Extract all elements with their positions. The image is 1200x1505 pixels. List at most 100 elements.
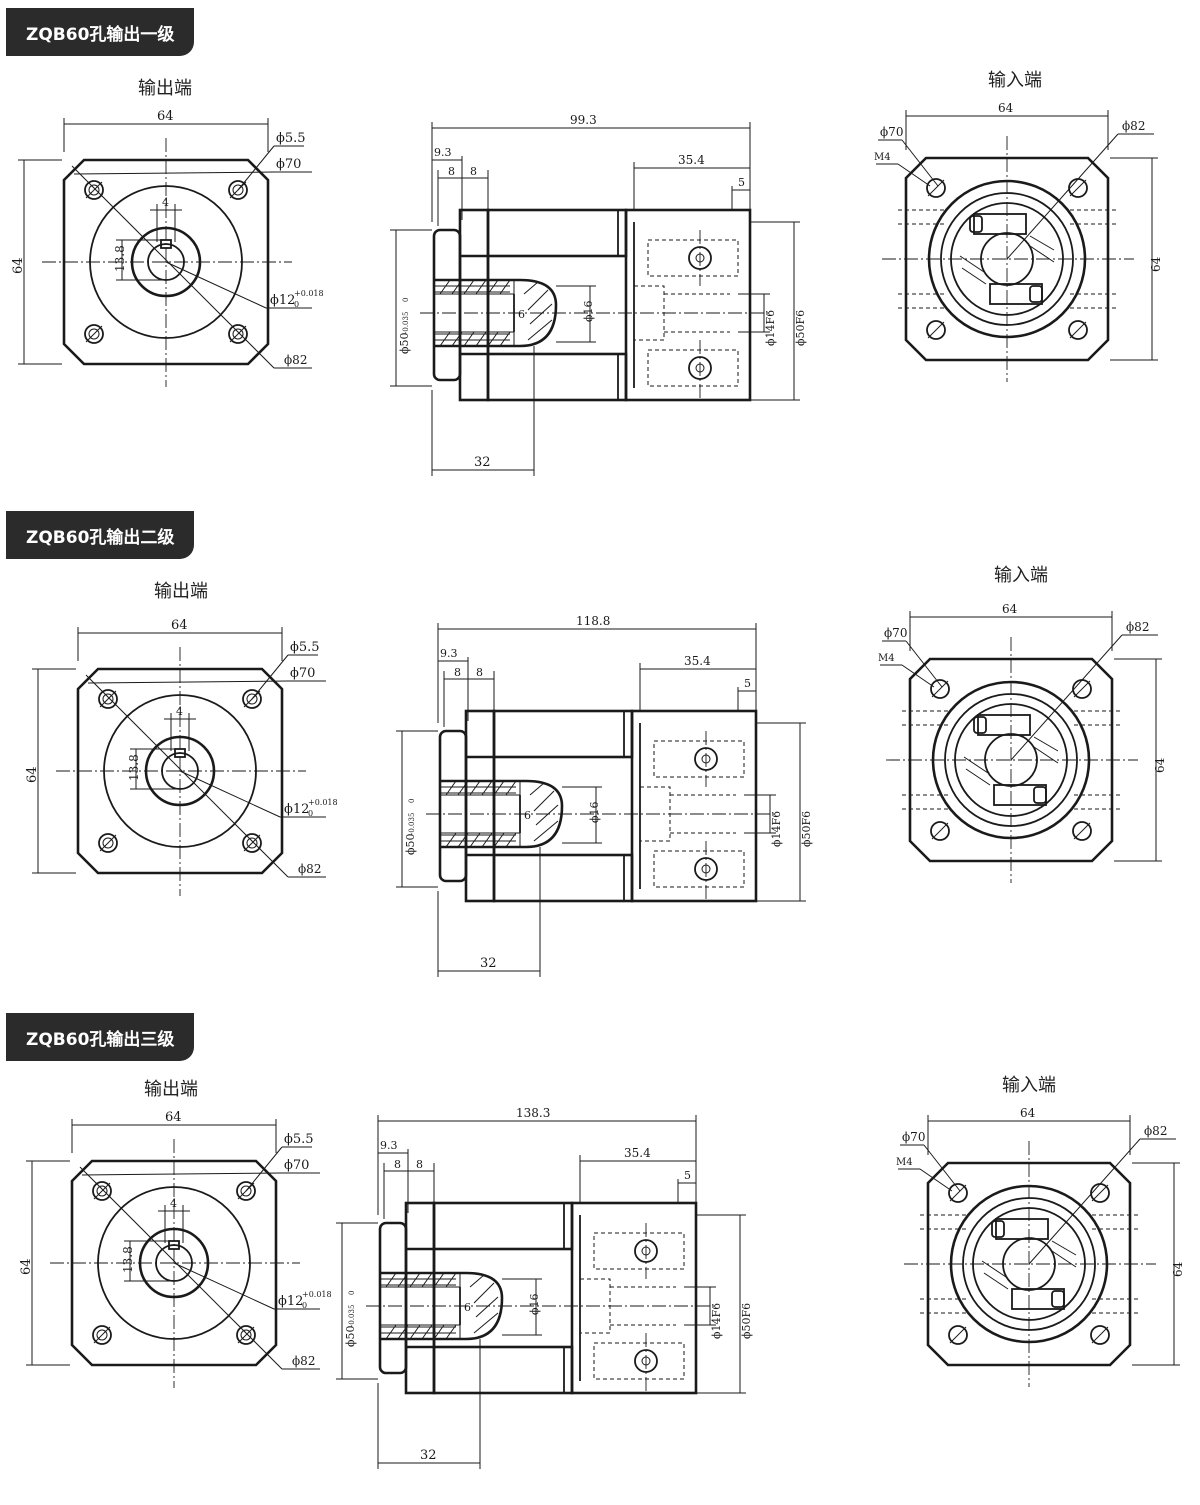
bolt-hole — [84, 324, 104, 344]
dim-pcd: ϕ70 — [284, 1158, 309, 1173]
input-flange-outline — [926, 1161, 1132, 1367]
dim-bore-depth-dia: ϕ16 — [588, 802, 601, 824]
output-end-label: 输出端 — [154, 581, 208, 602]
dim-pcd: ϕ70 — [290, 666, 315, 681]
mount-hole — [1072, 821, 1092, 841]
output-end-view: 64 64 4 13.8 — [19, 1110, 332, 1388]
dim-input-bore: ϕ14F6 — [710, 1303, 723, 1339]
dim-step-b: 8 — [470, 165, 477, 178]
dim-key-width: 4 — [162, 196, 169, 209]
bore-outer — [144, 735, 216, 807]
drawing-section: ZQB60孔输出二级 输出端 输入端 64 64 — [0, 503, 1200, 1003]
dim-height: 64 — [19, 1258, 34, 1275]
input-housing — [630, 709, 758, 903]
bore-inner — [161, 752, 199, 790]
dim-bore-tol-lower: 0 — [302, 1301, 307, 1310]
bolt-hole — [228, 324, 248, 344]
bolt-hole — [236, 1325, 256, 1345]
dim-in-thread: M4 — [874, 152, 891, 163]
dim-height: 64 — [11, 257, 26, 274]
bolt-hole — [92, 1181, 112, 1201]
dim-in-height: 64 — [1149, 256, 1163, 272]
dim-width: 64 — [171, 618, 188, 633]
side-section-view: 138.3 9.3 8 8 35.4 5 — [336, 1106, 753, 1469]
input-flange-outline — [904, 156, 1110, 362]
dim-pilot: ϕ50 — [404, 834, 417, 856]
input-end-view: 64 64 — [896, 1106, 1185, 1387]
dim-step-a: 8 — [454, 666, 461, 679]
dim-bolt-hole: ϕ5.5 — [276, 131, 306, 146]
dim-key-length: 6 — [518, 308, 525, 321]
section-title: ZQB60孔输出一级 — [26, 24, 175, 45]
dim-in-diagonal: ϕ82 — [1144, 1124, 1167, 1138]
flange-outline — [76, 667, 284, 875]
dim-step-a: 8 — [394, 1158, 401, 1171]
dim-flange-offset: 9.3 — [434, 146, 452, 159]
dim-bore-tol-lower: 0 — [294, 300, 299, 309]
dim-bore: ϕ12 — [284, 802, 309, 817]
dim-step-b: 8 — [476, 666, 483, 679]
dim-pilot-tol-lower: -0.035 — [348, 1305, 356, 1327]
bore-outer — [138, 1227, 210, 1299]
output-bore-section — [434, 278, 558, 348]
side-section-view: 99.3 9.3 8 8 35.4 5 — [390, 113, 807, 476]
input-housing — [624, 208, 752, 402]
side-section-view: 118.8 9.3 8 8 35.4 5 — [396, 614, 813, 977]
dim-keyway-depth: 13.8 — [113, 245, 127, 272]
section-title: ZQB60孔输出二级 — [26, 527, 175, 548]
section-title-tag: ZQB60孔输出三级 — [6, 1013, 195, 1061]
output-end-label: 输出端 — [144, 1079, 198, 1100]
dim-input-pilot: ϕ50F6 — [800, 811, 813, 847]
mount-hole — [1090, 1325, 1110, 1345]
mount-hole — [948, 1325, 968, 1345]
dim-key-length: 6 — [524, 809, 531, 822]
dim-step-a: 8 — [448, 165, 455, 178]
bolt-hole — [98, 833, 118, 853]
dim-input-step: 5 — [738, 176, 745, 189]
dim-input-length: 35.4 — [684, 654, 711, 668]
dim-width: 64 — [157, 109, 174, 124]
input-end-label: 输入端 — [1002, 1075, 1056, 1096]
section-title-tag: ZQB60孔输出一级 — [6, 8, 195, 56]
dim-pilot-tol-upper: 0 — [348, 1291, 356, 1295]
mount-hole — [1072, 679, 1092, 699]
dim-key-width: 4 — [176, 705, 183, 718]
bolt-hole — [242, 833, 262, 853]
dim-height: 64 — [25, 766, 40, 783]
dim-bore-length: 32 — [480, 956, 497, 971]
output-end-view: 64 64 4 13.8 — [11, 109, 324, 387]
dim-in-diagonal: ϕ82 — [1126, 620, 1149, 634]
dim-bore-length: 32 — [420, 1448, 437, 1463]
pilot-circle — [103, 694, 257, 848]
dim-diagonal: ϕ82 — [298, 862, 321, 876]
dim-pilot-tol-upper: 0 — [408, 799, 416, 803]
bore-inner — [147, 243, 185, 281]
dim-in-thread: M4 — [878, 653, 895, 664]
dim-pilot: ϕ50 — [398, 333, 411, 355]
dim-width: 64 — [165, 1110, 182, 1125]
input-end-view: 64 64 — [878, 602, 1167, 883]
dim-in-width: 64 — [1020, 1106, 1036, 1120]
dim-pilot-tol-lower: -0.035 — [408, 813, 416, 835]
mount-hole — [1068, 320, 1088, 340]
dim-input-length: 35.4 — [678, 153, 705, 167]
dim-in-pcd: ϕ70 — [884, 626, 907, 640]
pilot-circle — [89, 185, 243, 339]
mount-hole — [930, 821, 950, 841]
dim-step-b: 8 — [416, 1158, 423, 1171]
dim-input-pilot: ϕ50F6 — [740, 1303, 753, 1339]
input-bore — [1002, 1237, 1056, 1291]
mount-hole — [930, 679, 950, 699]
input-bore — [980, 232, 1034, 286]
input-bore — [984, 733, 1038, 787]
flange-outline — [62, 158, 270, 366]
dim-keyway-depth: 13.8 — [127, 754, 141, 781]
bolt-hole — [84, 180, 104, 200]
dim-input-pilot: ϕ50F6 — [794, 310, 807, 346]
mount-hole — [1068, 178, 1088, 198]
dim-key-width: 4 — [170, 1197, 177, 1210]
dim-input-length: 35.4 — [624, 1146, 651, 1160]
dim-input-step: 5 — [684, 1169, 691, 1182]
mount-hole — [1090, 1183, 1110, 1203]
mount-hole — [926, 178, 946, 198]
